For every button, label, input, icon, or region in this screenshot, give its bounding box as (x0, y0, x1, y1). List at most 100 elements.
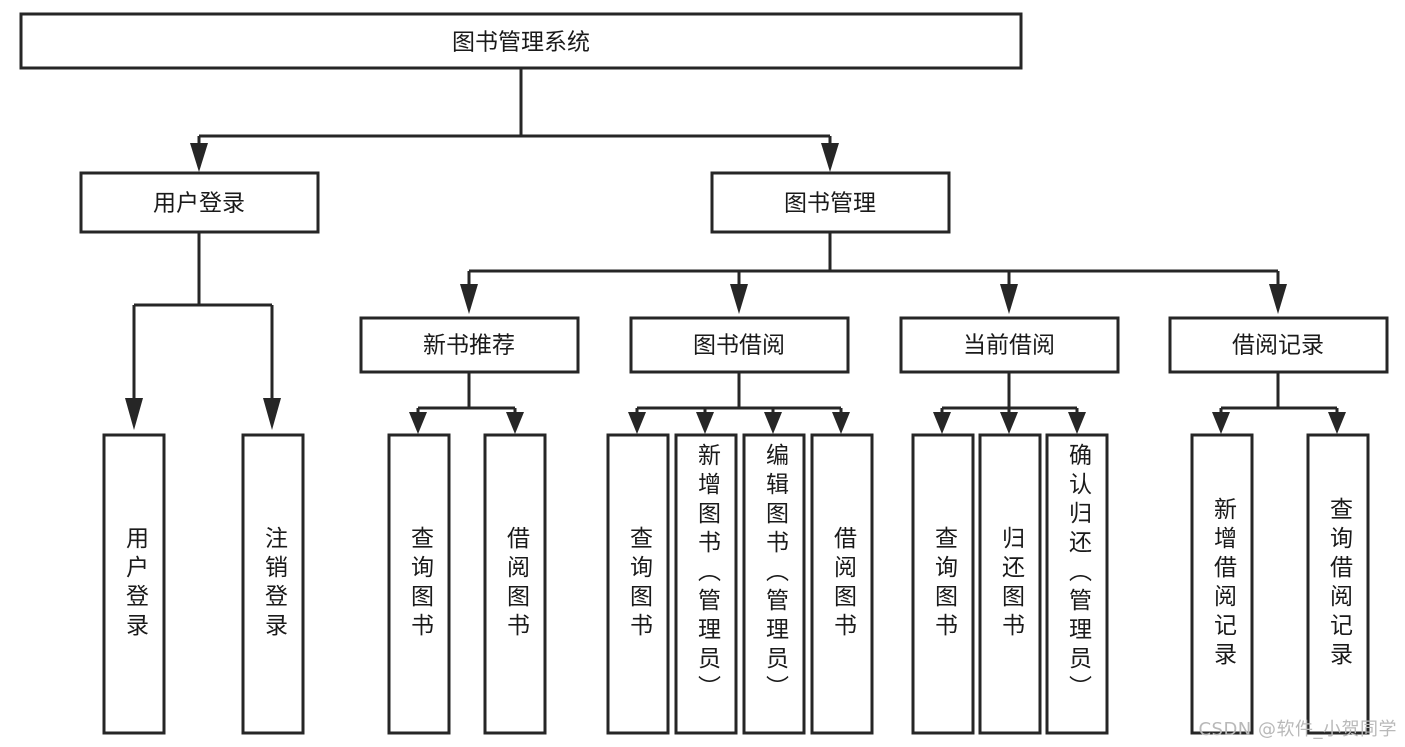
node-label-wrap: 查询图书 (930, 526, 957, 642)
arrow-head-icon (506, 412, 524, 434)
leaf-book-borrow-edit[interactable]: 编辑图书（管理员） (742, 433, 806, 735)
node-label-wrap: 查询图书 (625, 526, 652, 642)
node-user-login[interactable]: 用户登录 (79, 171, 320, 234)
node-label-wrap: 查询图书 (406, 526, 433, 642)
node-label: 图书管理 (784, 191, 876, 217)
edge-group-book-borrow (628, 372, 850, 434)
leaf-current-borrow-return[interactable]: 归还图书 (978, 433, 1042, 735)
node-label-wrap: 借阅图书 (829, 526, 856, 642)
node-label: 新增借阅记录 (1209, 497, 1236, 671)
node-box (1190, 433, 1254, 735)
node-box (606, 433, 670, 735)
arrow-head-icon (263, 398, 281, 430)
node-label-wrap: 确认归还（管理员） (1064, 443, 1091, 704)
node-new-book-recommend[interactable]: 新书推荐 (359, 316, 580, 374)
node-label: 编辑图书（管理员） (761, 443, 788, 704)
node-box (102, 433, 166, 735)
node-box (978, 433, 1042, 735)
node-box (483, 433, 547, 735)
node-current-borrow[interactable]: 当前借阅 (899, 316, 1120, 374)
node-label: 图书管理系统 (452, 30, 590, 56)
node-label: 归还图书 (997, 526, 1024, 642)
arrow-head-icon (933, 412, 951, 434)
leaf-new-book-query[interactable]: 查询图书 (387, 433, 451, 735)
node-label: 查询图书 (625, 526, 652, 642)
node-box (387, 433, 451, 735)
node-root-book-management-system[interactable]: 图书管理系统 (19, 12, 1023, 70)
arrow-head-icon (1328, 412, 1346, 434)
node-label: 借阅图书 (829, 526, 856, 642)
node-label: 确认归还（管理员） (1064, 443, 1091, 704)
node-label: 新书推荐 (423, 333, 515, 359)
node-box (710, 171, 951, 234)
leaf-user-login-logout[interactable]: 注销登录 (241, 433, 305, 735)
leaf-book-borrow-add[interactable]: 新增图书（管理员） (674, 433, 738, 735)
leaf-current-borrow-query[interactable]: 查询图书 (911, 433, 975, 735)
node-label-wrap: 编辑图书（管理员） (761, 443, 788, 704)
node-box (1045, 433, 1109, 735)
arrow-head-icon (764, 412, 782, 434)
leaf-borrow-record-query[interactable]: 查询借阅记录 (1306, 433, 1370, 735)
arrow-head-icon (1212, 412, 1230, 434)
arrow-head-icon (1000, 412, 1018, 434)
leaf-user-login-login[interactable]: 用户登录 (102, 433, 166, 735)
node-label: 借阅记录 (1232, 333, 1324, 359)
arrow-head-icon (1068, 412, 1086, 434)
node-label-wrap: 借阅图书 (502, 526, 529, 642)
node-box (1168, 316, 1389, 374)
watermark-text: CSDN @软件_小贺同学 (1198, 719, 1397, 740)
node-label: 用户登录 (153, 191, 245, 217)
edge-group-user-login (125, 232, 281, 430)
node-box (1306, 433, 1370, 735)
node-box (810, 433, 874, 735)
node-label: 借阅图书 (502, 526, 529, 642)
arrow-head-icon (1000, 284, 1018, 314)
leaf-current-borrow-confirm[interactable]: 确认归还（管理员） (1045, 433, 1109, 735)
leaf-borrow-record-add[interactable]: 新增借阅记录 (1190, 433, 1254, 735)
edge-group-new-book (409, 372, 524, 434)
arrow-head-icon (409, 412, 427, 434)
node-box (241, 433, 305, 735)
arrow-head-icon (190, 143, 208, 172)
node-book-borrow[interactable]: 图书借阅 (629, 316, 850, 374)
node-box (911, 433, 975, 735)
node-label-wrap: 新增借阅记录 (1209, 497, 1236, 671)
arrow-head-icon (125, 398, 143, 430)
node-borrow-record[interactable]: 借阅记录 (1168, 316, 1389, 374)
node-label: 用户登录 (121, 526, 148, 642)
node-box (742, 433, 806, 735)
node-box (359, 316, 580, 374)
node-label: 当前借阅 (963, 333, 1055, 359)
arrow-head-icon (832, 412, 850, 434)
node-label: 查询图书 (930, 526, 957, 642)
arrow-head-icon (730, 284, 748, 314)
node-box (629, 316, 850, 374)
edge-group-book-mgmt (460, 232, 1287, 314)
node-box (899, 316, 1120, 374)
arrow-head-icon (1269, 284, 1287, 314)
node-label-wrap: 新增图书（管理员） (693, 443, 720, 704)
leaf-book-borrow-query[interactable]: 查询图书 (606, 433, 670, 735)
node-label: 图书借阅 (693, 333, 785, 359)
node-label-wrap: 用户登录 (121, 526, 148, 642)
node-box (79, 171, 320, 234)
node-box (19, 12, 1023, 70)
node-label: 查询借阅记录 (1325, 497, 1352, 671)
edge-group-current-borrow (933, 372, 1086, 434)
leaf-book-borrow-borrow[interactable]: 借阅图书 (810, 433, 874, 735)
edge-group-borrow-record (1212, 372, 1346, 434)
leaf-new-book-borrow[interactable]: 借阅图书 (483, 433, 547, 735)
arrow-head-icon (821, 143, 839, 172)
node-label: 查询图书 (406, 526, 433, 642)
edge-group-root (190, 68, 839, 172)
node-box (674, 433, 738, 735)
arrow-head-icon (628, 412, 646, 434)
node-label-wrap: 查询借阅记录 (1325, 497, 1352, 671)
arrow-head-icon (460, 284, 478, 314)
node-book-management[interactable]: 图书管理 (710, 171, 951, 234)
node-label-wrap: 注销登录 (260, 526, 287, 642)
node-label-wrap: 归还图书 (997, 526, 1024, 642)
node-label: 注销登录 (260, 526, 287, 642)
node-label: 新增图书（管理员） (693, 443, 720, 704)
